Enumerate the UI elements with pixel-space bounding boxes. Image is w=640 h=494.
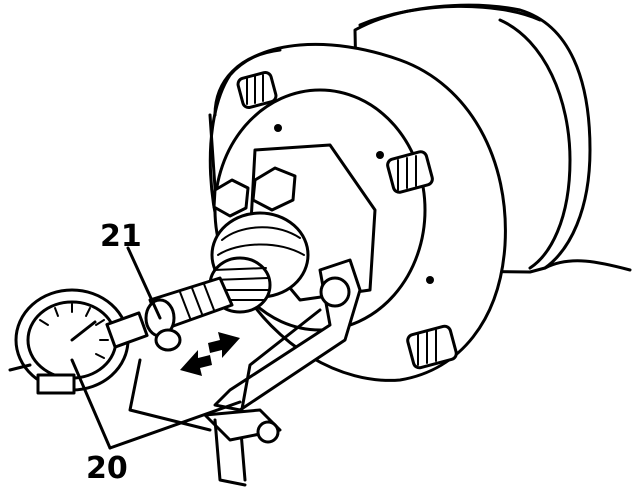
callout-21: 21 [100,219,142,254]
wheel-studs [236,70,458,370]
wheel-stud [386,150,434,194]
leader-lines [70,246,242,450]
hex-bolt [251,166,297,212]
leader-20a [70,358,112,450]
dial-indicator [8,288,149,395]
endplay-arrows [180,332,240,376]
callout-20: 20 [86,451,128,486]
stud-pin [144,276,234,352]
hex-bolt [212,178,250,218]
indicator-bracket [128,258,362,487]
leader-21 [126,246,162,320]
wheel-stud [236,70,278,110]
bracket-nut [319,276,351,308]
leader-20b [108,400,242,450]
wheel-stud [406,324,458,370]
